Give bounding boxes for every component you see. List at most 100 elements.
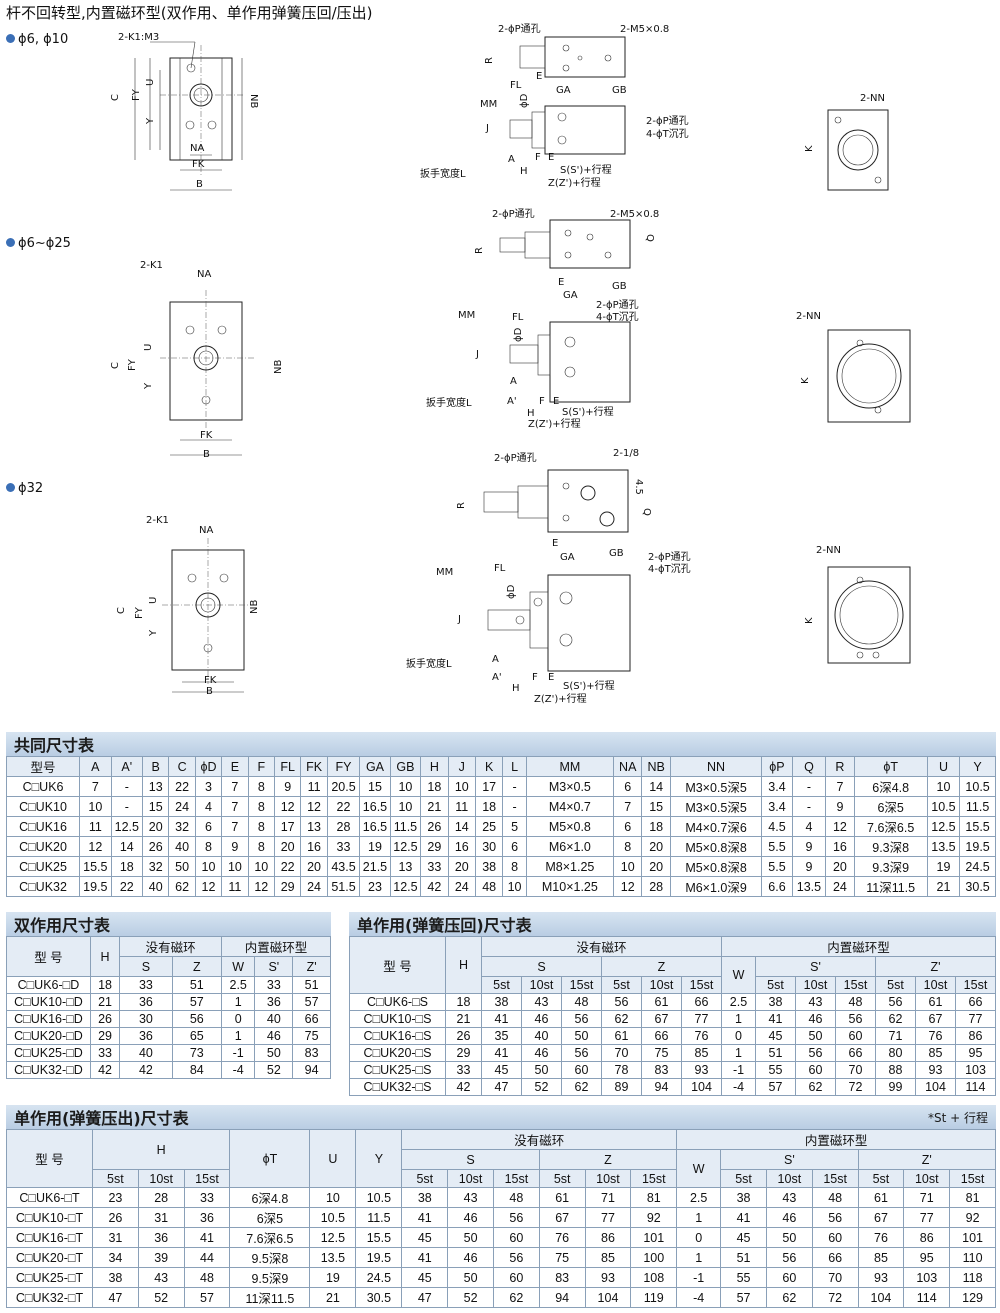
table-cell: 1 [220, 1027, 256, 1045]
table-cell: 12.5 [309, 1227, 357, 1248]
dim-c-2: C [110, 362, 121, 369]
table-cell: 11 [447, 796, 476, 817]
stroke-header: 5st [538, 1169, 586, 1188]
table-cell: 40 [168, 836, 196, 857]
table-cell: 19.5 [355, 1247, 403, 1268]
table-cell: 33 [326, 836, 361, 857]
dim-ap-2: A' [507, 396, 517, 407]
table-cell: M5×0.8深8 [669, 856, 763, 877]
dim-ga-1: GA [556, 85, 571, 96]
table-cell: 30 [474, 836, 504, 857]
table-cell: M5×0.8深8 [669, 836, 763, 857]
table-cell: 48 [183, 1267, 231, 1288]
label-p-hole-4: 2-ϕP通孔 [596, 299, 639, 311]
table-cell: 43.5 [326, 856, 361, 877]
table-cell: 9 [221, 836, 249, 857]
row-model: C□UK25-□T [6, 1267, 93, 1288]
table-cell: 12 [300, 796, 328, 817]
row-model: C□UK32-□D [6, 1061, 91, 1079]
table-cell: 76 [681, 1027, 722, 1045]
table-cell: 85 [681, 1044, 722, 1062]
stroke-header: 5st [755, 976, 796, 994]
column-header: ϕP [761, 756, 793, 777]
table-cell: 19 [926, 856, 961, 877]
stroke-header: 5st [481, 976, 522, 994]
table-cell: 67 [538, 1207, 586, 1228]
stroke-header: 15st [492, 1169, 540, 1188]
label-s-3: S(S')+行程 [563, 679, 615, 692]
table-cell: M4×0.7深6 [669, 816, 763, 837]
table-cell: 48 [474, 876, 504, 897]
label-mm-1: MM [480, 99, 497, 110]
table-cell: 2.5 [676, 1187, 722, 1208]
table-cell: -1 [721, 1061, 756, 1079]
col-model: 型 号 [349, 936, 446, 994]
row-model: C□UK32 [5, 876, 81, 897]
column-header: GA [359, 756, 391, 777]
table-cell: 50 [521, 1061, 562, 1079]
table-cell: 39 [137, 1247, 185, 1268]
table-cell: 8 [247, 836, 275, 857]
table-cell: 60 [835, 1027, 876, 1045]
table-cell: 18 [110, 856, 144, 877]
column-header: S' [254, 956, 294, 977]
table-cell: 93 [857, 1267, 905, 1288]
table-cell: 6深5 [229, 1207, 311, 1228]
stroke-header: 10st [641, 976, 682, 994]
table-cell: 61 [538, 1187, 586, 1208]
table-cell: 56 [795, 1044, 836, 1062]
table-cell: 26 [420, 816, 449, 837]
table-cell: 34 [92, 1247, 139, 1268]
col-sp: S' [755, 956, 876, 977]
table-cell: 12 [613, 876, 643, 897]
table-cell: 61 [601, 1027, 642, 1045]
row-model: C□UK16-□S [349, 1027, 446, 1045]
table-cell: 7 [221, 816, 249, 837]
table-cell: 76 [915, 1027, 956, 1045]
dim-nb-3: NB [249, 600, 260, 614]
table-cell: 89 [601, 1078, 642, 1096]
table-cell: 18 [89, 976, 121, 994]
table-cell: 104 [681, 1078, 722, 1096]
table-cell: 77 [584, 1207, 632, 1228]
table-cell: 36 [183, 1207, 231, 1228]
table-cell: 57 [171, 993, 222, 1011]
table-cell: 62 [168, 876, 196, 897]
col-h: H [91, 1129, 231, 1170]
table-cell: 26 [142, 836, 170, 857]
table-cell: 26 [445, 1027, 482, 1045]
table-cell: 38 [481, 993, 522, 1011]
table-cell: 46 [521, 1010, 562, 1028]
table-cell: 93 [915, 1061, 956, 1079]
table-cell: 50 [168, 856, 196, 877]
table-cell: 6深5 [853, 796, 928, 817]
stroke-header: 10st [903, 1169, 951, 1188]
table-cell: 20 [300, 856, 328, 877]
table-cell: 110 [949, 1247, 996, 1268]
table-cell: - [791, 776, 827, 797]
page-title: 杆不回转型,内置磁环型(双作用、单作用弹簧压回/压出) [6, 4, 373, 22]
table-cell: 8 [502, 856, 527, 877]
table-cell: -4 [676, 1287, 722, 1308]
table-cell: 11 [221, 876, 249, 897]
dim-k1-3: 2-K1 [146, 515, 169, 526]
column-header: FY [326, 756, 361, 777]
table-cell: 13 [300, 816, 328, 837]
table-cell: 15.5 [79, 856, 112, 877]
stroke-header: 10st [137, 1169, 185, 1188]
table-cell: 103 [955, 1061, 996, 1079]
table-cell: 86 [584, 1227, 632, 1248]
table-cell: 66 [811, 1247, 859, 1268]
table-cell: 33 [445, 1061, 482, 1079]
table-cell: 60 [765, 1267, 813, 1288]
table-cell: 56 [811, 1207, 859, 1228]
table-cell: 9 [791, 836, 827, 857]
table-cell: 56 [875, 993, 916, 1011]
dim-y-2: Y [143, 382, 154, 390]
table-cell: 19 [359, 836, 391, 857]
table-cell: 16.5 [359, 816, 391, 837]
